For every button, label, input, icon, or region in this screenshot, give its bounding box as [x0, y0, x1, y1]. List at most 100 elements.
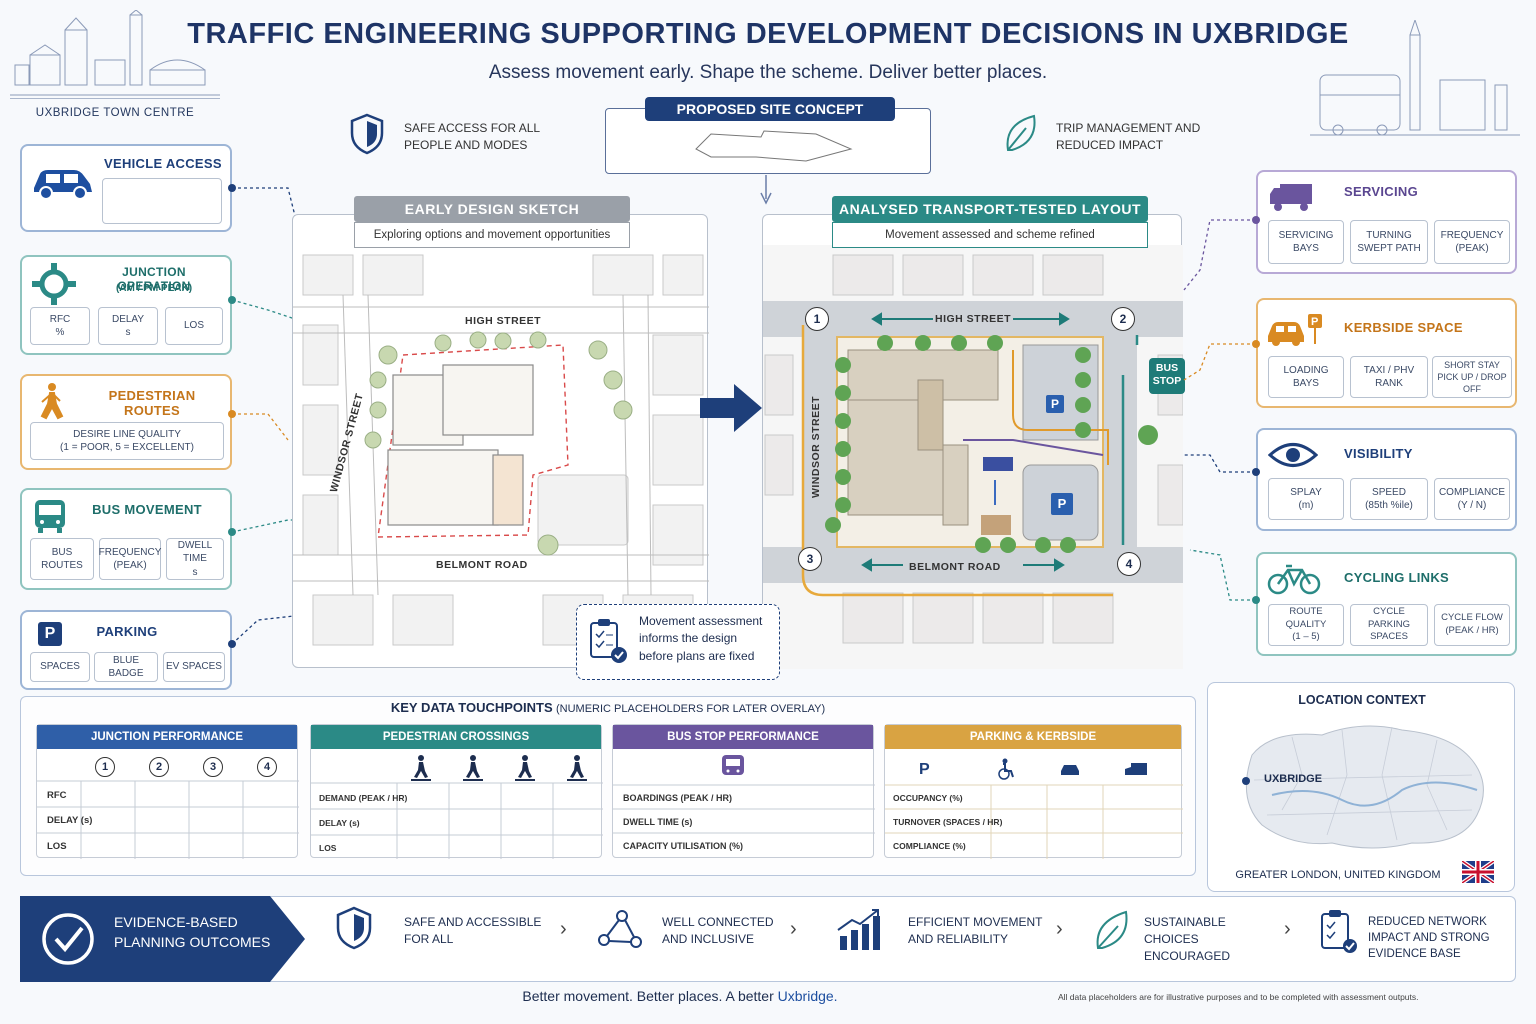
analysed-layout-panel: HIGH STREET WINDSOR STREET BELMONT ROAD …	[762, 214, 1185, 669]
parking-card[interactable]: P PARKING SPACES BLUE BADGE EV SPACES	[20, 610, 232, 690]
kerbside-card[interactable]: P KERBSIDE SPACE LOADING BAYS TAXI / PHV…	[1256, 298, 1517, 408]
bus-routes-cell[interactable]: BUS ROUTES	[30, 538, 94, 580]
delay-cell[interactable]: DELAY s	[98, 307, 158, 345]
bicycle-icon	[1267, 564, 1321, 595]
roundabout-icon	[32, 263, 76, 305]
crossing-icon	[411, 755, 587, 781]
parking-spaces-cell[interactable]: SPACES	[30, 652, 90, 682]
vehicle-access-card[interactable]: VEHICLE ACCESS	[20, 144, 232, 232]
outcome-safe: SAFE AND ACCESSIBLE FOR ALL	[404, 915, 542, 946]
layout-belmont-road: BELMONT ROAD	[909, 561, 1001, 573]
left-connectors	[228, 184, 304, 648]
taxi-rank-cell[interactable]: TAXI / PHV RANK	[1350, 356, 1428, 398]
layout-map	[763, 245, 1184, 669]
bus-row-label: DWELL TIME (s)	[623, 817, 693, 827]
servicing-frequency-cell[interactable]: FREQUENCY (PEAK)	[1434, 220, 1510, 264]
pedestrian-row-label: DELAY (s)	[319, 818, 360, 828]
town-skyline-illustration	[10, 10, 220, 96]
junction-col-4: 4	[257, 757, 277, 777]
speed-cell[interactable]: SPEED (85th %ile)	[1350, 478, 1428, 520]
junction-3-marker[interactable]: 3	[798, 547, 822, 571]
outcomes-banner	[20, 896, 305, 982]
servicing-card[interactable]: SERVICING SERVICING BAYS TURNING SWEPT P…	[1256, 170, 1517, 274]
blue-badge-cell[interactable]: BLUE BADGE	[94, 652, 158, 682]
cycling-card[interactable]: CYCLING LINKS ROUTE QUALITY (1 – 5) CYCL…	[1256, 552, 1517, 656]
location-title: LOCATION CONTEXT	[1298, 693, 1426, 707]
bus-stop-icon	[722, 755, 744, 775]
analysed-layout-title: ANALYSED TRANSPORT-TESTED LAYOUT	[832, 196, 1148, 222]
outcome-efficient: EFFICIENT MOVEMENT AND RELIABILITY	[908, 915, 1043, 946]
pedestrian-row-label: DEMAND (PEAK / HR)	[319, 793, 408, 803]
short-stay-cell[interactable]: SHORT STAY PICK UP / DROP OFF	[1432, 356, 1512, 398]
junction-4-marker[interactable]: 4	[1117, 552, 1141, 576]
outcome-leaf-icon	[1096, 910, 1128, 949]
tagline-text: Better movement. Better places. A better	[522, 988, 778, 1004]
eye-icon	[1268, 443, 1318, 467]
junction-row-label: RFC	[47, 790, 67, 801]
movement-note-text: Movement assessment informs the design b…	[639, 614, 763, 663]
bar-chart-icon	[837, 909, 880, 950]
bus-frequency-cell[interactable]: FREQUENCY (PEAK)	[99, 538, 161, 580]
site-outline-icon	[695, 130, 853, 162]
pedestrian-table-title: PEDESTRIAN CROSSINGS	[311, 725, 601, 749]
chevron-right-icon: ›	[1056, 918, 1063, 940]
bus-row-label: BOARDINGS (PEAK / HR)	[623, 793, 733, 803]
compliance-cell[interactable]: COMPLIANCE (Y / N)	[1434, 478, 1510, 520]
network-icon	[598, 910, 642, 948]
parking-kerbside-table: PARKING & KERBSIDE P OCCUPANCY (%) TURNO…	[884, 724, 1183, 859]
car-icon	[34, 170, 92, 200]
servicing-title: SERVICING	[1344, 184, 1418, 199]
junction-operation-card[interactable]: JUNCTION OPERATION (AM / PM PEAK) RFC % …	[20, 255, 232, 355]
parking-icon: P	[38, 622, 62, 646]
junction-row-label: LOS	[47, 841, 67, 852]
bus-row-label: CAPACITY UTILISATION (%)	[623, 841, 743, 851]
van-small-icon	[1125, 763, 1147, 775]
uxbridge-label: UXBRIDGE	[1264, 773, 1323, 785]
ev-spaces-cell[interactable]: EV SPACES	[163, 652, 225, 682]
bus-table-grid	[613, 755, 875, 834]
bus-movement-card[interactable]: BUS MOVEMENT BUS ROUTES FREQUENCY (PEAK)…	[20, 488, 232, 590]
rfc-cell[interactable]: RFC %	[30, 307, 90, 345]
layout-windsor-street: WINDSOR STREET	[810, 395, 822, 499]
parking-row-label: TURNOVER (SPACES / HR)	[893, 817, 1003, 827]
touchpoints-heading: KEY DATA TOUCHPOINTS (NUMERIC PLACEHOLDE…	[20, 700, 1196, 715]
sketch-belmont-road: BELMONT ROAD	[436, 559, 528, 571]
cycle-flow-cell[interactable]: CYCLE FLOW (PEAK / HR)	[1434, 604, 1510, 646]
movement-note-box: Movement assessment informs the design b…	[576, 604, 780, 680]
bus-stop-marker[interactable]: BUS STOP	[1149, 358, 1185, 394]
bus-icon	[35, 500, 65, 533]
footer-tagline: Better movement. Better places. A better…	[0, 988, 1360, 1004]
servicing-bays-cell[interactable]: SERVICING BAYS	[1268, 220, 1344, 264]
early-sketch-subtitle: Exploring options and movement opportuni…	[354, 222, 630, 248]
touchpoints-note: (NUMERIC PLACEHOLDERS FOR LATER OVERLAY)	[556, 703, 826, 715]
visibility-card[interactable]: VISIBILITY SPLAY (m) SPEED (85th %ile) C…	[1256, 428, 1517, 531]
parking-p-icon: P	[919, 761, 930, 778]
los-cell[interactable]: LOS	[165, 307, 223, 345]
junction-2-marker[interactable]: 2	[1111, 307, 1135, 331]
outcome-sustainable: SUSTAINABLE CHOICES ENCOURAGED	[1144, 915, 1231, 963]
bus-skyline-illustration	[1310, 20, 1520, 136]
bus-stop-performance-table: BUS STOP PERFORMANCE BOARDINGS (PEAK / H…	[612, 724, 875, 858]
pedestrian-routes-card[interactable]: PEDESTRIAN ROUTES DESIRE LINE QUALITY (1…	[20, 374, 232, 470]
junction-title: JUNCTION OPERATION	[117, 265, 191, 293]
sketch-map	[293, 254, 709, 646]
junction-1-marker[interactable]: 1	[805, 307, 829, 331]
arrow-right-icon	[700, 384, 762, 432]
outcome-connected: WELL CONNECTED AND INCLUSIVE	[662, 915, 774, 946]
vehicle-access-value-cell[interactable]	[102, 178, 222, 224]
loading-bays-cell[interactable]: LOADING BAYS	[1268, 356, 1344, 398]
parking-table-grid	[885, 758, 1183, 859]
footer-disclaimer: All data placeholders are for illustrati…	[1058, 992, 1419, 1002]
junction-row-label: DELAY (s)	[47, 815, 93, 826]
desire-line-cell[interactable]: DESIRE LINE QUALITY (1 = POOR, 5 = EXCEL…	[30, 422, 224, 460]
cycle-parking-cell[interactable]: CYCLE PARKING SPACES	[1350, 604, 1428, 646]
dwell-time-cell[interactable]: DWELL TIME s	[166, 538, 224, 580]
pedestrian-table-grid	[311, 755, 603, 859]
uk-flag-icon	[1462, 861, 1494, 883]
swept-path-cell[interactable]: TURNING SWEPT PATH	[1350, 220, 1428, 264]
pedestrian-icon	[40, 383, 64, 420]
outcome-reduced-impact: REDUCED NETWORK IMPACT AND STRONG EVIDEN…	[1368, 916, 1490, 961]
london-map-icon	[1242, 725, 1484, 849]
splay-cell[interactable]: SPLAY (m)	[1268, 478, 1344, 520]
route-quality-cell[interactable]: ROUTE QUALITY (1 – 5)	[1268, 604, 1344, 646]
